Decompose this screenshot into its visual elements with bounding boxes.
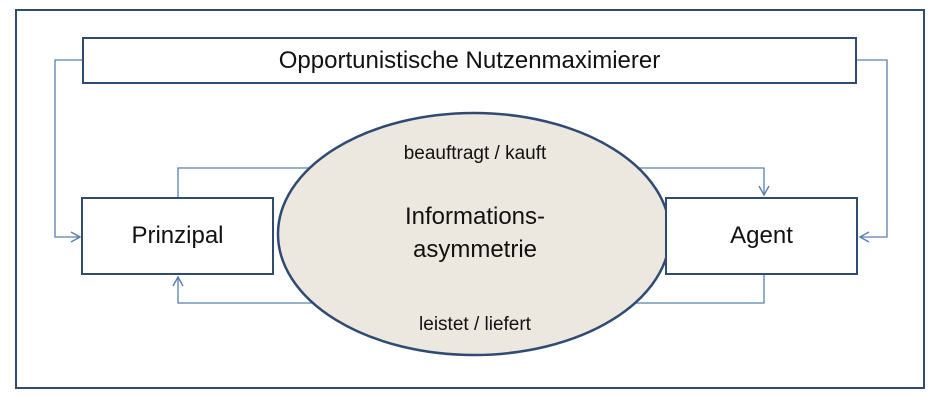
arrow-top-label: beauftragt / kauft (403, 143, 547, 164)
prinzipal-label: Prinzipal (131, 222, 224, 249)
agent-label: Agent (730, 222, 793, 249)
connector-top-to-agent (857, 59, 888, 243)
top-box-label: Opportunistische Nutzenmaximierer (278, 46, 661, 74)
center-label-line-2: asymmetrie (412, 236, 538, 263)
outer-frame (15, 9, 925, 389)
arrow-bottom-label: leistet / liefert (419, 314, 531, 335)
opportunistic-maximizers-box: Opportunistische Nutzenmaximierer (82, 37, 857, 84)
center-label: Informations- asymmetrie (330, 200, 620, 266)
center-label-line-1: Informations- (404, 203, 546, 230)
prinzipal-box: Prinzipal (81, 197, 274, 275)
agent-box: Agent (665, 197, 858, 275)
connector-top-to-prinzipal (54, 59, 82, 243)
